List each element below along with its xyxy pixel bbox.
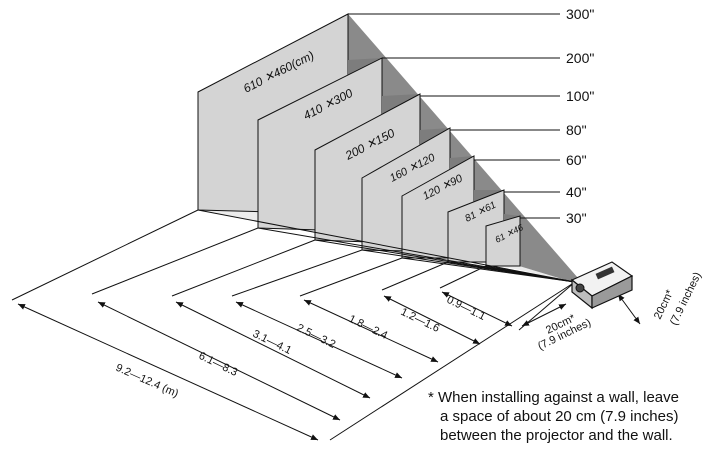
screen-30 (485, 214, 521, 267)
size-label: 60" (566, 152, 587, 168)
distance-arrows (17, 291, 513, 441)
distance-label: 0.9—1.1 (445, 294, 488, 323)
size-label: 200" (566, 50, 594, 66)
distance-label: 1.2—1.6 (399, 306, 442, 335)
distance-label: 1.8—2.4 (347, 313, 390, 342)
installation-note: * When installing against a wall, leave … (428, 388, 711, 445)
floor-lines (197, 209, 576, 283)
clearance-arrows (521, 293, 641, 327)
distance-label: 9.2—12.4 (m) (114, 362, 180, 400)
size-label: 300" (566, 6, 594, 22)
size-label: 100" (566, 88, 594, 104)
note-line: * When installing against a wall, leave (428, 389, 679, 406)
size-label: 40" (566, 184, 587, 200)
projector-icon (570, 261, 634, 310)
note-line: between the projector and the wall. (440, 427, 673, 444)
distance-label: 6.1—8.3 (197, 350, 240, 379)
size-label: 80" (566, 122, 587, 138)
size-label: 30" (566, 210, 587, 226)
screen-size-labels: 300" 200" 100" 80" 60" 40" 30" (566, 6, 594, 226)
distance-labels: 9.2—12.4 (m) 6.1—8.3 3.1—4.1 2.5—3.2 1.8… (114, 294, 488, 400)
note-line: a space of about 20 cm (7.9 inches) (440, 408, 679, 425)
distance-label: 2.5—3.2 (295, 322, 338, 351)
size-leader-lines (348, 13, 560, 219)
